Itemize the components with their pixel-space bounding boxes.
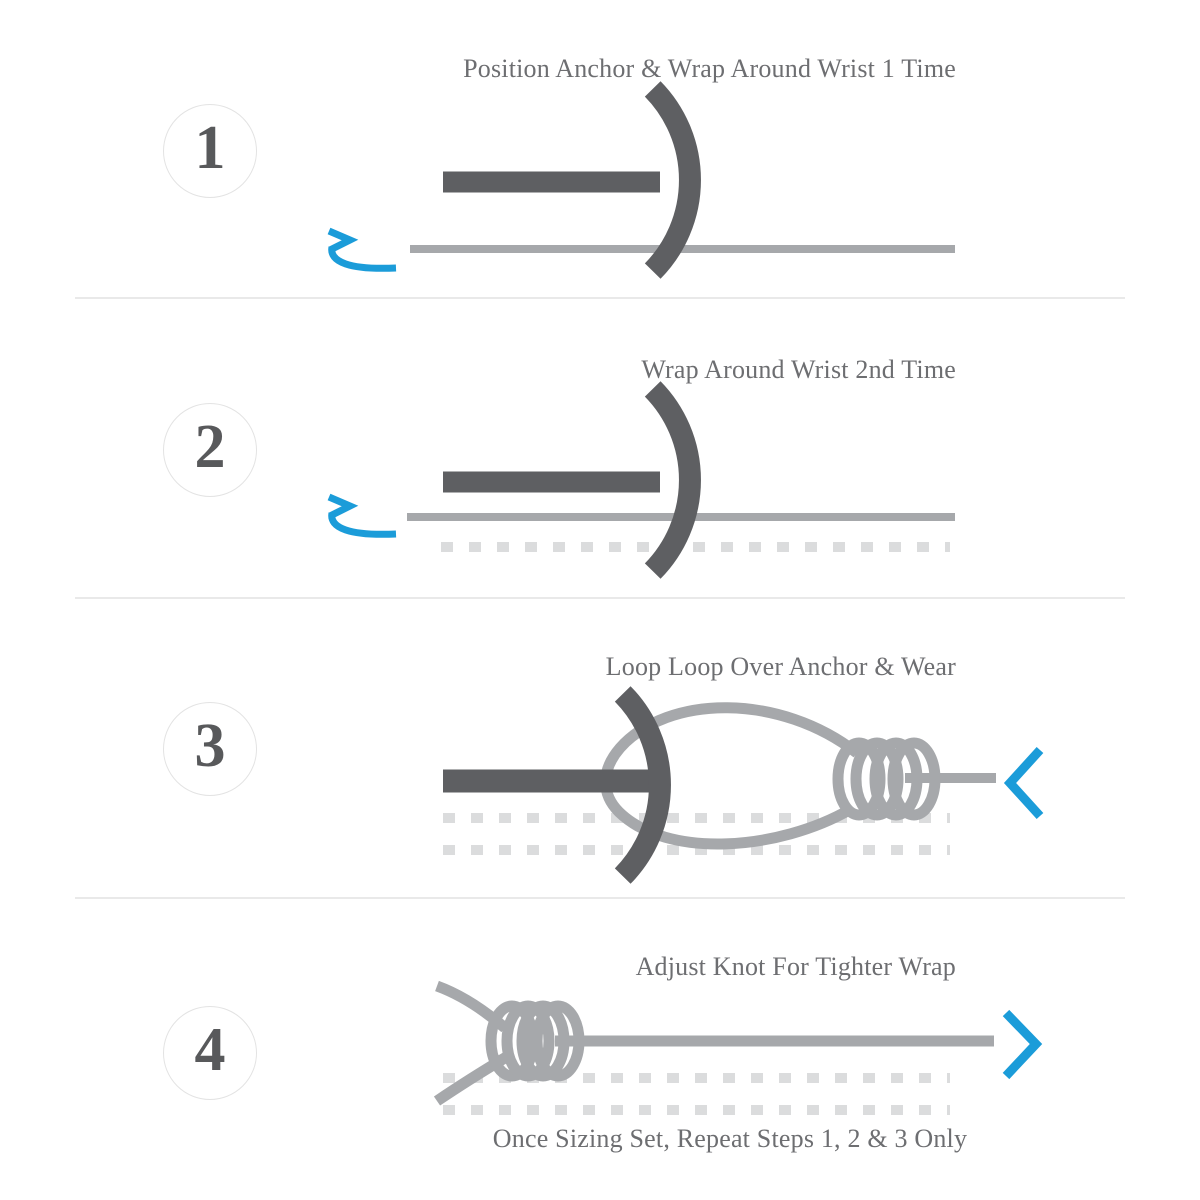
footer-note: Once Sizing Set, Repeat Steps 1, 2 & 3 O… [492, 1124, 968, 1153]
knot-coil [832, 737, 941, 821]
wrap-direction-arrow-icon [327, 493, 397, 538]
coil-ring [501, 1000, 555, 1082]
coil-ring [531, 1000, 585, 1082]
step-1-number: 1 [194, 114, 226, 182]
step-3-number: 3 [194, 712, 226, 780]
chevron-right-icon [1002, 1009, 1043, 1080]
arrow-tail [328, 512, 397, 538]
step-3-illustration [443, 686, 1044, 884]
step-1-title: Position Anchor & Wrap Around Wrist 1 Ti… [463, 54, 956, 83]
step-4-title: Adjust Knot For Tighter Wrap [635, 952, 956, 981]
step-2-title: Wrap Around Wrist 2nd Time [641, 355, 956, 384]
coil-ring [516, 1000, 570, 1082]
step-4-badge: 4 [163, 1006, 257, 1100]
section-divider [75, 297, 1125, 299]
coil-ring [869, 737, 923, 821]
anchor-arc [614, 686, 671, 884]
step-4-illustration [433, 980, 1043, 1115]
step-2-number: 2 [194, 413, 226, 481]
step-3-badge: 3 [163, 702, 257, 796]
arrow-tail [328, 246, 397, 272]
step-4-number: 4 [194, 1016, 226, 1084]
wrap-direction-arrow-icon [327, 227, 397, 272]
knot-coil [485, 1000, 585, 1082]
anchor-arc [644, 381, 701, 579]
step-1-badge: 1 [163, 104, 257, 198]
anchor-arc [644, 81, 701, 279]
coil-ring [887, 737, 941, 821]
step-3-title: Loop Loop Over Anchor & Wear [605, 652, 956, 681]
arrow-head [327, 493, 359, 520]
arrow-head [327, 227, 359, 254]
step-1-illustration [327, 81, 955, 279]
step-2-illustration [327, 381, 955, 579]
section-divider [75, 597, 1125, 599]
section-divider [75, 897, 1125, 899]
step-2-badge: 2 [163, 403, 257, 497]
chevron-left-icon [1003, 746, 1044, 820]
